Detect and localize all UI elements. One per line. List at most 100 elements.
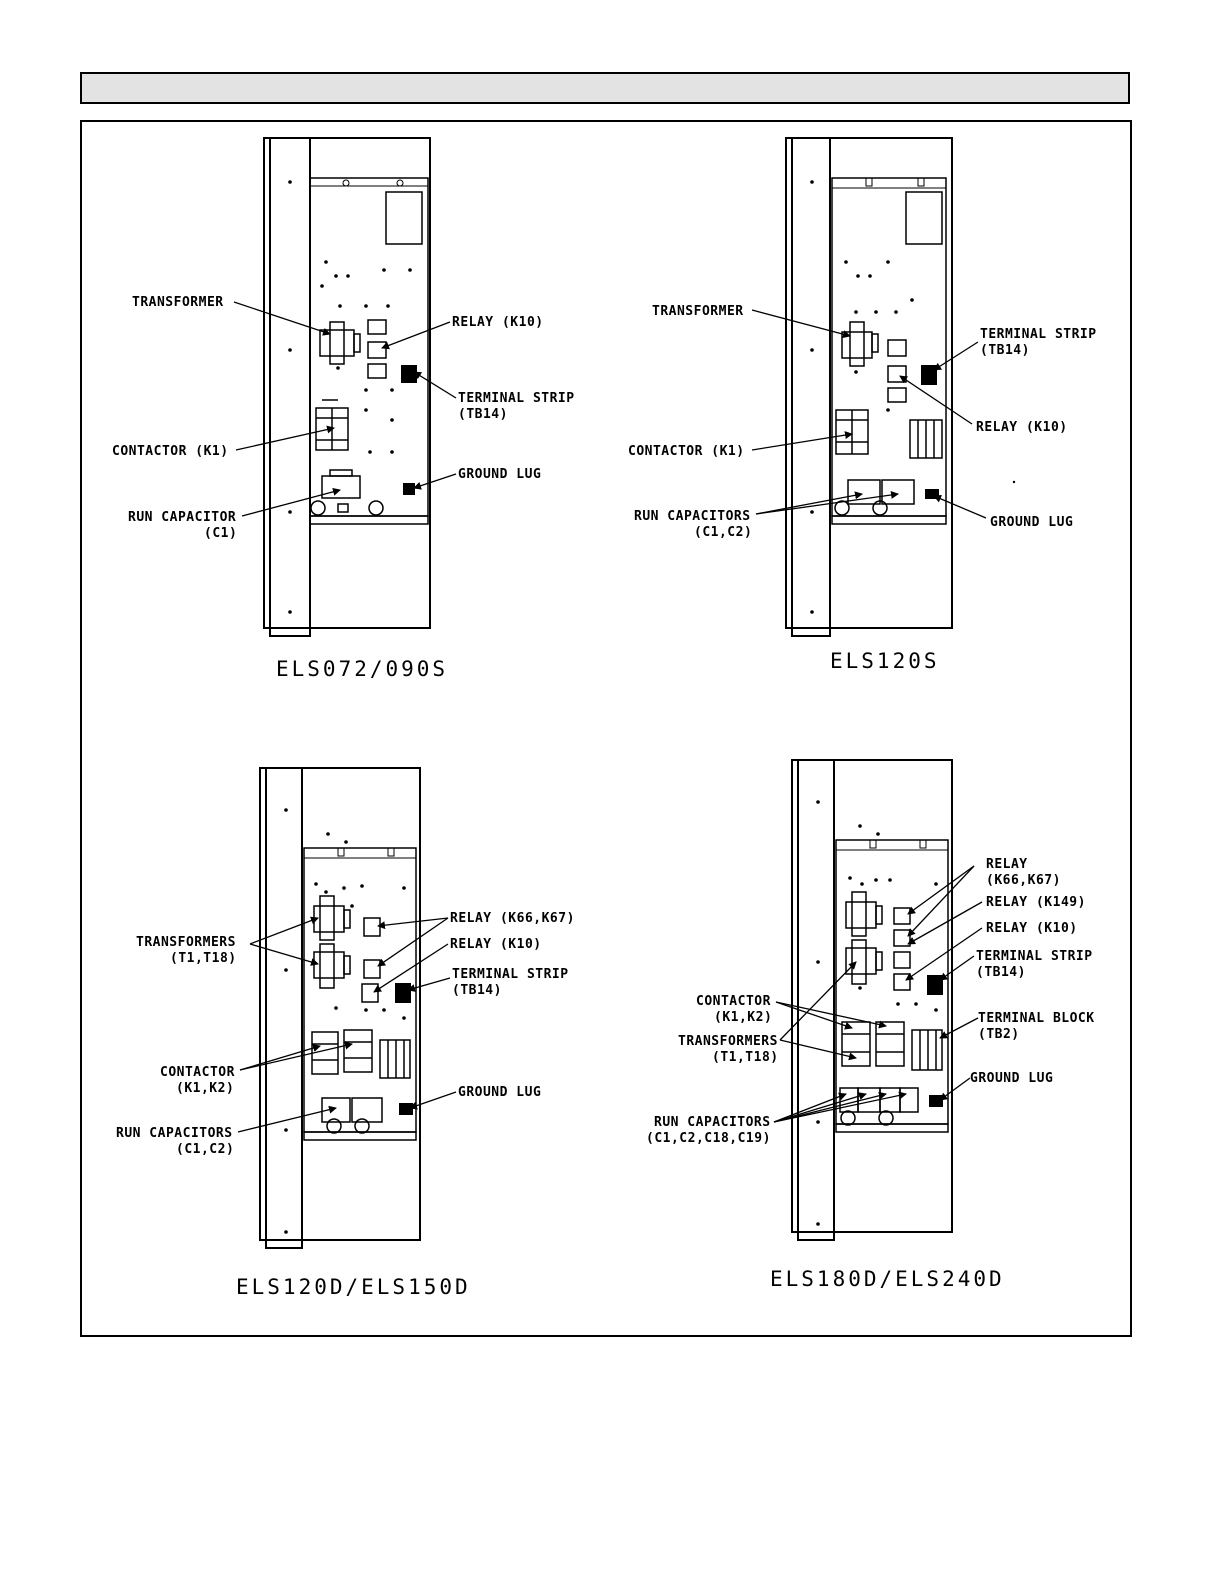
caption-els120d-els150d: ELS120D/ELS150D [236,1275,471,1299]
relays [887,339,907,403]
mounting-holes [284,808,406,1234]
mounting-holes [810,180,1016,614]
leader-lines [233,301,457,517]
cabinet-side-post [791,137,831,637]
panel-els180d-els240d [773,759,983,1241]
terminal-block [379,1039,411,1079]
panel-4-labels: RELAY (K66,K67) RELAY (K149) RELAY (K10)… [646,857,1095,1291]
label-ground-lug: GROUND LUG [458,467,541,482]
label-relay-k149: RELAY (K149) [986,895,1086,910]
run-capacitor [310,469,384,516]
label-contactor: CONTACTOR [696,994,771,1009]
label-run-capacitor-id: (C1) [204,526,237,541]
label-transformers-id: (T1,T18) [170,951,237,966]
label-relay-k10: RELAY (K10) [986,921,1078,936]
label-transformers-id: (T1,T18) [712,1050,779,1065]
label-transformer: TRANSFORMER [132,295,224,310]
label-terminal-strip: TERMINAL STRIP [980,327,1097,342]
label-contactor-id: (K1,K2) [176,1081,234,1096]
ground-lug [925,489,939,499]
label-transformer: TRANSFORMER [652,304,744,319]
run-capacitors [839,1087,919,1126]
ground-lug [929,1095,943,1107]
cabinet-outline [785,137,953,629]
label-run-capacitors-id: (C1,C2) [176,1142,234,1157]
cabinet-outline [259,767,421,1241]
panel-els120d-els150d [237,767,457,1249]
cabinet-outline [263,137,431,629]
caption-els180d-els240d: ELS180D/ELS240D [770,1267,1005,1291]
run-capacitors [834,479,915,516]
terminal-block [911,1029,943,1071]
label-terminal-strip-id: (TB14) [458,407,508,422]
label-relay-k66-k67: RELAY [986,857,1028,872]
label-relay-k66-k67: RELAY (K66,K67) [450,911,575,926]
leader-lines [773,865,983,1123]
caption-els120s: ELS120S [830,649,940,673]
terminal-block [909,419,943,459]
ground-lug [399,1103,413,1115]
label-ground-lug: GROUND LUG [990,515,1073,530]
transformers [313,895,351,989]
label-terminal-block-id: (TB2) [978,1027,1020,1042]
terminal-strip [927,975,943,995]
label-relay-k10: RELAY (K10) [450,937,542,952]
panel-els072-090s [233,137,457,637]
label-terminal-strip: TERMINAL STRIP [452,967,569,982]
cabinet-side-post [269,137,311,637]
terminal-strip [395,983,411,1003]
label-contactor: CONTACTOR [160,1065,235,1080]
terminal-strip [921,365,937,385]
label-run-capacitors-id: (C1,C2) [694,525,752,540]
transformer [319,321,361,365]
label-contactor: CONTACTOR (K1) [628,444,745,459]
panel-2-labels: TRANSFORMER TERMINAL STRIP (TB14) RELAY … [628,304,1097,673]
label-relay-k66-k67-id: (K66,K67) [986,873,1061,888]
mounting-holes [816,800,938,1226]
cabinet-side-post [265,767,303,1249]
transformer [841,321,879,367]
relays [367,319,387,379]
label-run-capacitors-id: (C1,C2,C18,C19) [646,1131,771,1146]
label-transformers: TRANSFORMERS [136,935,236,950]
panel-3-labels: TRANSFORMERS (T1,T18) RELAY (K66,K67) RE… [116,911,575,1299]
panel-1-labels: TRANSFORMER RELAY (K10) TERMINAL STRIP (… [112,295,575,681]
contactors [311,1029,373,1075]
terminal-strip [401,365,417,383]
label-terminal-strip-id: (TB14) [452,983,502,998]
label-terminal-strip: TERMINAL STRIP [458,391,575,406]
label-run-capacitors: RUN CAPACITORS [654,1115,771,1130]
cabinet-outline [791,759,953,1233]
control-plate [309,177,429,517]
control-board [385,191,423,245]
ground-lug [403,483,415,495]
leader-lines [751,309,987,519]
caption-els072-090s: ELS072/090S [276,657,448,681]
transformers [845,891,883,985]
mounting-holes [288,180,412,614]
label-terminal-strip: TERMINAL STRIP [976,949,1093,964]
label-terminal-strip-id: (TB14) [980,343,1030,358]
relays [893,907,911,991]
label-ground-lug: GROUND LUG [458,1085,541,1100]
label-relay: RELAY (K10) [452,315,544,330]
label-terminal-block: TERMINAL BLOCK [978,1011,1095,1026]
cabinet-side-post [797,759,835,1241]
contactor [835,409,869,455]
label-run-capacitor: RUN CAPACITOR [128,510,236,525]
control-board [905,191,943,245]
label-terminal-strip-id: (TB14) [976,965,1026,980]
leader-lines [237,916,457,1133]
label-run-capacitors: RUN CAPACITORS [116,1126,233,1141]
run-capacitors [321,1097,383,1134]
label-contactor-id: (K1,K2) [714,1010,772,1025]
label-relay: RELAY (K10) [976,420,1068,435]
panel-els120s [751,137,1016,637]
label-ground-lug: GROUND LUG [970,1071,1053,1086]
control-plate [831,177,947,517]
label-transformers: TRANSFORMERS [678,1034,778,1049]
title-bar [80,72,1130,104]
contactors [841,1021,905,1067]
label-run-capacitors: RUN CAPACITORS [634,509,751,524]
